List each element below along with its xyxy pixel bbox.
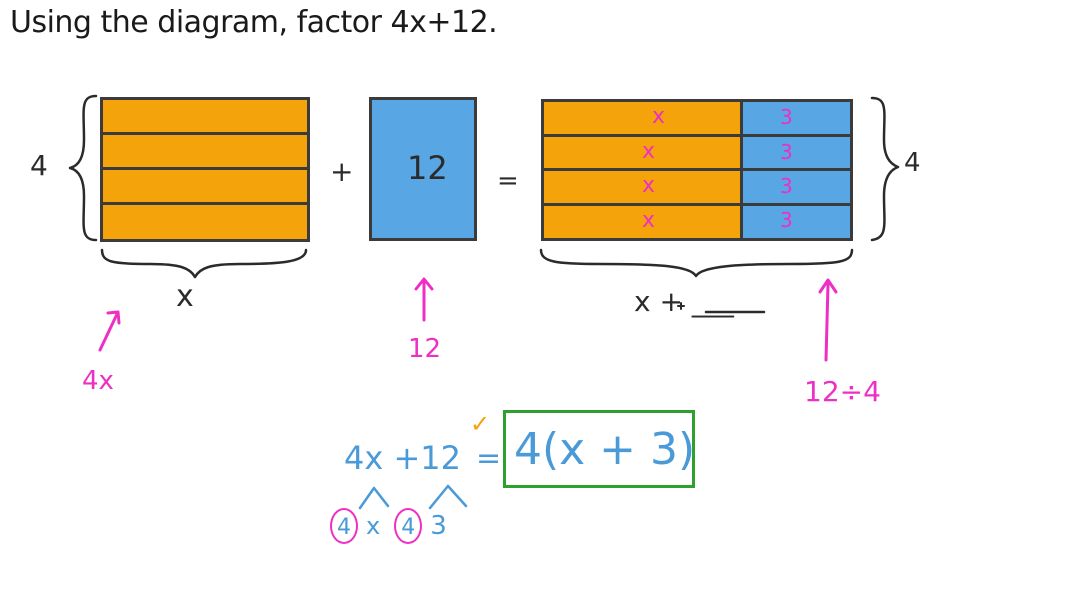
equals-sign: = (497, 166, 519, 196)
row-3-label: 3 (780, 174, 793, 198)
split-caret (358, 486, 390, 510)
arrow-12 (414, 277, 434, 322)
combined-orange-strip (541, 203, 743, 241)
circled-factor: 4 (330, 508, 358, 544)
arrow-12-div-4 (818, 278, 838, 362)
orange-strip (100, 97, 310, 135)
left-annotation-4x: 4x (82, 366, 114, 396)
problem-title: Using the diagram, factor 4x+12. (10, 5, 498, 40)
split-caret (428, 484, 468, 510)
blue-block-12 (369, 97, 477, 241)
row-3-label: 3 (780, 105, 793, 129)
bottom-brace-combined (539, 248, 854, 278)
combined-annotation: 12÷4 (804, 375, 881, 408)
combined-blue-strip (740, 99, 853, 137)
combined-blue-strip (740, 134, 853, 171)
plus-sign: + (330, 155, 354, 188)
factor-multiplier: x (366, 512, 381, 540)
blue-block-annotation: 12 (408, 334, 442, 364)
equation-equals: = (476, 441, 502, 476)
blue-block-label: 12 (407, 149, 448, 187)
orange-strip (100, 202, 310, 242)
left-side-label: 4 (30, 149, 48, 182)
combined-side-label: 4 (904, 148, 921, 178)
check-icon: ✓ (470, 410, 491, 438)
plus-inline (677, 302, 685, 310)
factor-multiplier: 3 (430, 511, 447, 541)
circled-factor: 4 (394, 508, 423, 544)
answer-box (503, 410, 695, 488)
row-3-label: 3 (780, 208, 793, 232)
combined-orange-strip (541, 99, 743, 137)
combined-blue-strip (740, 203, 853, 241)
equation-answer: 4(x + 3) (514, 424, 696, 475)
row-3-label: 3 (780, 140, 793, 164)
row-x-label: x (642, 173, 656, 198)
left-bottom-label: x (176, 279, 194, 314)
combined-orange-strip (541, 134, 743, 171)
bottom-brace-left (100, 248, 308, 279)
right-brace (870, 96, 900, 242)
orange-strip (100, 167, 310, 205)
row-x-label: x (652, 104, 666, 129)
factor-row: 4 x 4 3 (330, 508, 447, 544)
row-x-label: x (642, 208, 656, 233)
arrow-4x (98, 310, 121, 352)
equation-lhs: 4x +12 (344, 439, 461, 477)
left-brace (68, 94, 98, 242)
row-x-label: x (642, 139, 656, 164)
